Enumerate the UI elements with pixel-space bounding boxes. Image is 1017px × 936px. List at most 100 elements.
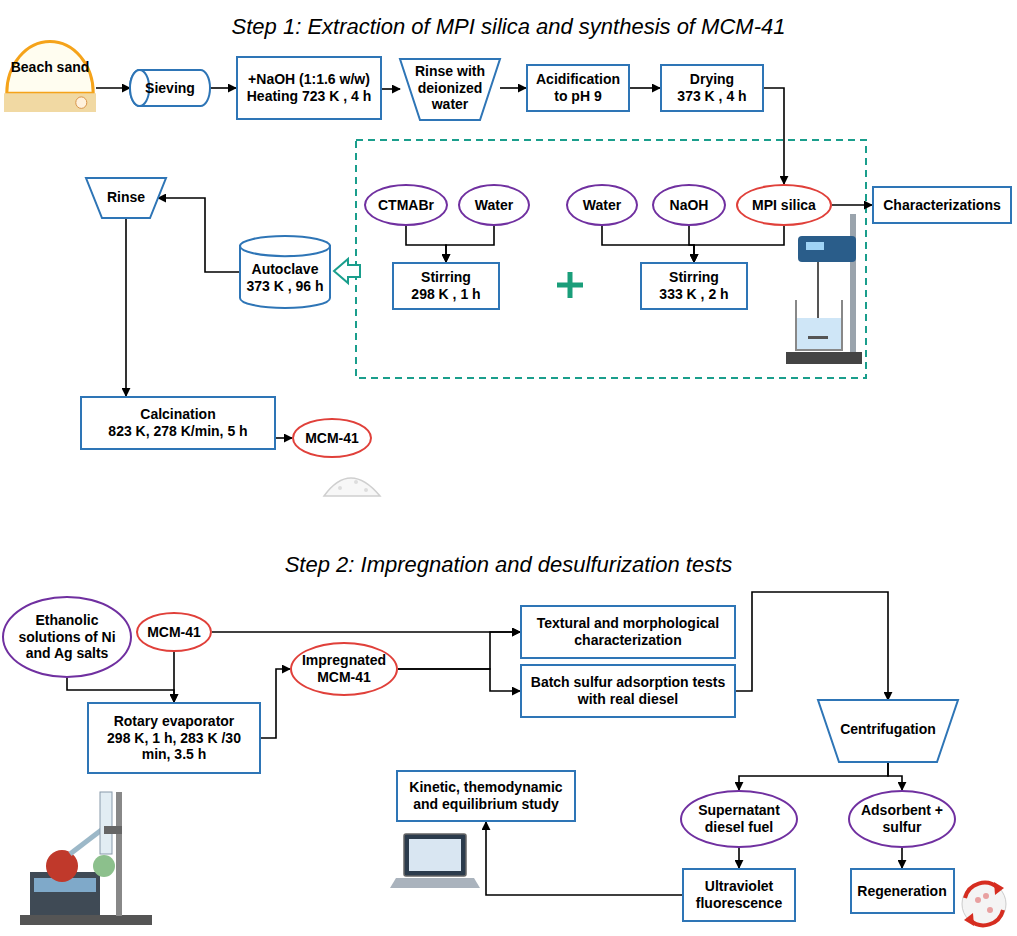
connector xyxy=(888,762,902,790)
text-group: Autoclave373 K , 96 h xyxy=(244,261,326,295)
node-text: Impregnated MCM-41 xyxy=(300,652,388,686)
node-text: Stirring xyxy=(398,269,494,286)
node-text: Kinetic, themodynamic and equilibrium st… xyxy=(402,779,570,813)
node-text: 823 K, 278 K/min, 5 h xyxy=(86,423,270,440)
connector xyxy=(173,652,175,702)
text-group: Stirring298 K , 1 h xyxy=(398,269,494,303)
shape-outline xyxy=(400,59,500,120)
node-text: Adsorbent + sulfur xyxy=(858,802,946,836)
material-ellipse: Ethanolic solutions of Ni and Ag salts xyxy=(2,596,132,678)
connector xyxy=(67,678,174,702)
connector xyxy=(446,226,494,262)
connector xyxy=(210,87,236,89)
node-text: MCM-41 xyxy=(302,430,362,447)
node-text: Water xyxy=(576,197,628,214)
text-group: MPI silica xyxy=(746,197,822,214)
material-ellipse: MPI silica xyxy=(736,184,832,226)
node-text: CTMABr xyxy=(374,197,438,214)
process-box: Batch sulfur adsorption tests with real … xyxy=(520,664,736,718)
connector xyxy=(764,88,784,184)
text-group: Centrifugation xyxy=(836,721,940,738)
laptop-icon xyxy=(390,834,480,888)
text-group: Rinse with deionized water xyxy=(414,63,486,113)
node-text: MCM-41 xyxy=(146,624,202,641)
shape-outline xyxy=(7,41,93,93)
connector xyxy=(406,226,446,262)
connector xyxy=(382,88,400,90)
connector xyxy=(901,848,903,868)
text-group: CTMABr xyxy=(374,197,438,214)
shape-outline xyxy=(818,700,958,762)
process-box: Acidification to pH 9 xyxy=(526,64,630,112)
shape-outline xyxy=(240,236,330,256)
process-box: Calcination823 K, 278 K/min, 5 h xyxy=(80,396,276,450)
text-group: MCM-41 xyxy=(146,624,202,641)
node-text: Centrifugation xyxy=(836,721,940,738)
connector xyxy=(158,198,240,272)
step-title: Step 2: Impregnation and desulfurization… xyxy=(0,552,1017,578)
shape-outline xyxy=(86,178,166,218)
connector xyxy=(694,226,784,262)
hollow-arrow xyxy=(334,259,360,283)
node-text: 373 K , 4 h xyxy=(666,88,758,105)
material-ellipse: NaOH xyxy=(652,184,726,226)
process-box: Drying373 K , 4 h xyxy=(660,64,764,112)
text-group: Water xyxy=(576,197,628,214)
node-text: Rinse xyxy=(98,189,154,206)
node-text: Supernatant diesel fuel xyxy=(690,802,788,836)
text-group: Acidification to pH 9 xyxy=(532,71,624,105)
text-group: Regeneration xyxy=(857,883,948,900)
shape-outline xyxy=(4,93,96,112)
node-text: 333 K , 2 h xyxy=(646,286,742,303)
process-box: Textural and morphological characterizat… xyxy=(520,605,736,659)
text-group: Stirring333 K , 2 h xyxy=(646,269,742,303)
material-ellipse: Water xyxy=(458,184,530,226)
text-group: Sieving xyxy=(144,80,196,97)
node-text: NaOH xyxy=(662,197,716,214)
node-text: 373 K , 96 h xyxy=(244,278,326,295)
node-text: Batch sulfur adsorption tests with real … xyxy=(526,674,730,708)
powder-illustration xyxy=(324,478,380,496)
text-group: Ultraviolet fluorescence xyxy=(688,878,790,912)
node-text: MPI silica xyxy=(746,197,822,214)
text-group: Impregnated MCM-41 xyxy=(300,652,388,686)
node-text: Textural and morphological characterizat… xyxy=(526,615,730,649)
rotary-evaporator xyxy=(20,792,152,925)
dashed-group-frame xyxy=(356,140,866,378)
node-text: Beach sand xyxy=(10,59,90,76)
material-ellipse: Impregnated MCM-41 xyxy=(290,642,398,696)
node-text: Rinse with deionized water xyxy=(414,63,486,113)
connector xyxy=(96,87,130,89)
node-text: Autoclave xyxy=(244,261,326,278)
connector xyxy=(500,87,526,89)
process-box: +NaOH (1:1.6 w/w)Heating 723 K , 4 h xyxy=(236,56,382,120)
node-text: Rotary evaporator xyxy=(93,713,255,730)
text-group: Calcination823 K, 278 K/min, 5 h xyxy=(86,406,270,440)
step-title: Step 1: Extraction of MPI silica and syn… xyxy=(0,14,1017,40)
node-text: Sieving xyxy=(144,80,196,97)
material-ellipse: MCM-41 xyxy=(292,418,372,458)
connector xyxy=(398,669,520,691)
text-group: Batch sulfur adsorption tests with real … xyxy=(526,674,730,708)
overhead-stirrer xyxy=(786,214,862,364)
node-text: Heating 723 K , 4 h xyxy=(242,88,376,105)
regeneration-icon xyxy=(962,882,1006,926)
text-group: Rinse xyxy=(98,189,154,206)
connector xyxy=(738,848,740,868)
text-group: NaOH xyxy=(662,197,716,214)
material-ellipse: Adsorbent + sulfur xyxy=(848,790,956,848)
text-group: Beach sand xyxy=(10,59,90,76)
centrifuge-funnel: Centrifugation xyxy=(818,700,958,762)
connector xyxy=(125,218,127,396)
node-text: 298 K, 1 h, 283 K /30 min, 3.5 h xyxy=(93,730,255,764)
process-box: Stirring333 K , 2 h xyxy=(640,262,748,310)
plus-symbol xyxy=(557,272,583,298)
sieve-cylinder: Sieving xyxy=(130,70,210,106)
material-ellipse: CTMABr xyxy=(364,184,448,226)
autoclave-cylinder: Autoclave373 K , 96 h xyxy=(240,236,330,308)
material-ellipse: MCM-41 xyxy=(136,612,212,652)
text-group: MCM-41 xyxy=(302,430,362,447)
node-text: Characterizations xyxy=(877,197,1007,214)
connector xyxy=(832,204,872,206)
